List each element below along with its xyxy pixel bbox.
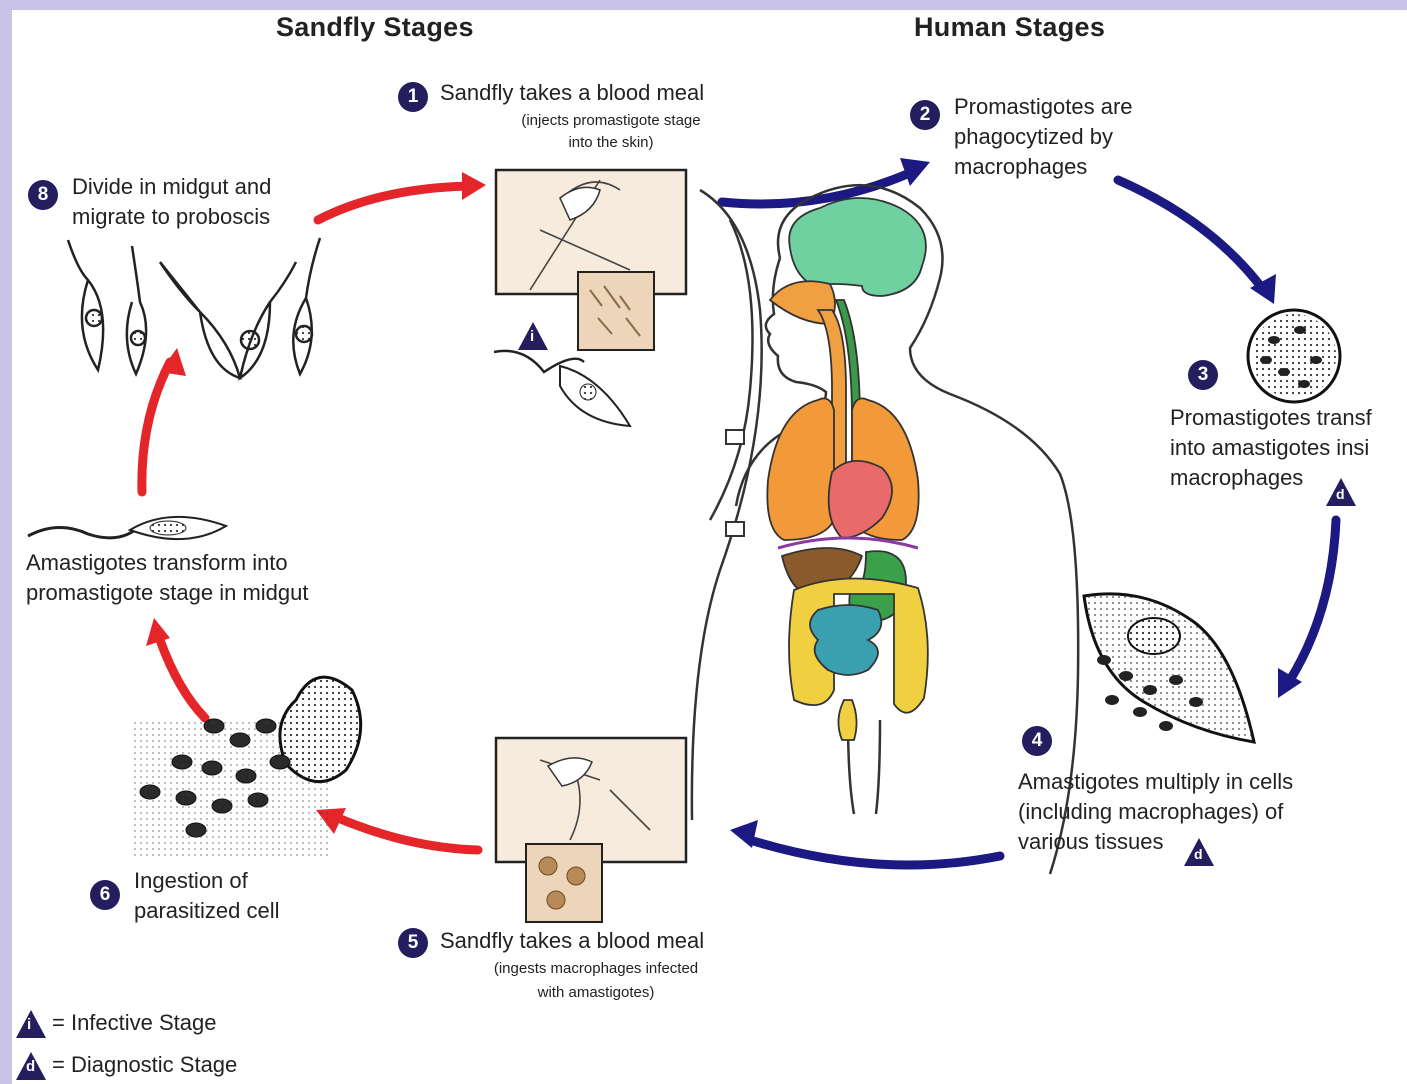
organs bbox=[767, 198, 928, 740]
step-8-line-2: migrate to proboscis bbox=[72, 202, 270, 232]
human-stages-heading: Human Stages bbox=[914, 12, 1105, 43]
macrophage-stage-3 bbox=[1248, 310, 1340, 402]
step-2-line-2: phagocytized by bbox=[954, 122, 1113, 152]
left-lung bbox=[767, 398, 834, 540]
step-1-label: Sandfly takes a blood meal bbox=[440, 78, 704, 108]
macrophage-stage-4 bbox=[1084, 594, 1254, 742]
step-1-note-2: into the skin) bbox=[466, 132, 756, 154]
step-8-line-1: Divide in midgut and bbox=[72, 172, 271, 202]
arrow-4-to-5 bbox=[750, 840, 1000, 865]
step-6-line-2: parasitized cell bbox=[134, 896, 280, 926]
legend-diagnostic-letter: d bbox=[26, 1058, 35, 1075]
arrow-2-to-3 bbox=[1118, 180, 1262, 288]
step-6-badge: 6 bbox=[90, 880, 120, 910]
arrow-8-to-1 bbox=[318, 186, 470, 220]
step-3-diagnostic-letter: d bbox=[1336, 486, 1345, 502]
arrow-3-to-4 bbox=[1290, 520, 1336, 680]
step-5-note-1: (ingests macrophages infected bbox=[446, 958, 746, 980]
promastigotes-proboscis bbox=[68, 238, 320, 378]
step-7-line-1: Amastigotes transform into bbox=[26, 548, 288, 578]
parasitized-cell bbox=[130, 677, 361, 860]
step-5-label: Sandfly takes a blood meal bbox=[440, 926, 704, 956]
step-2-line-3: macrophages bbox=[954, 152, 1087, 182]
skin-inset-bottom bbox=[496, 738, 686, 922]
legend-infective-text: = Infective Stage bbox=[52, 1008, 217, 1038]
step-8-badge: 8 bbox=[28, 180, 58, 210]
legend-diagnostic-text: = Diagnostic Stage bbox=[52, 1050, 237, 1080]
rectum bbox=[838, 700, 856, 740]
step-5-badge: 5 bbox=[398, 928, 428, 958]
step-4-line-3: various tissues bbox=[1018, 827, 1164, 857]
step-4-badge: 4 bbox=[1022, 726, 1052, 756]
skin-inset-top bbox=[496, 170, 686, 350]
step-1-note-1: (injects promastigote stage bbox=[466, 110, 756, 132]
promastigote-midgut bbox=[28, 517, 226, 539]
step-3-line-2: into amastigotes insi bbox=[1170, 433, 1369, 463]
step-2-badge: 2 bbox=[910, 100, 940, 130]
step-5-note-2: with amastigotes) bbox=[446, 982, 746, 1004]
legend-infective-letter: i bbox=[27, 1016, 31, 1033]
step-3-badge: 3 bbox=[1188, 360, 1218, 390]
arrow-5-to-6 bbox=[338, 818, 478, 850]
sandfly-stages-heading: Sandfly Stages bbox=[276, 12, 474, 43]
step-3-line-3: macrophages bbox=[1170, 463, 1303, 493]
step-2-line-1: Promastigotes are bbox=[954, 92, 1133, 122]
step-1-infective-letter: i bbox=[530, 328, 534, 345]
promastigote-injected bbox=[494, 351, 630, 426]
step-4-line-2: (including macrophages) of bbox=[1018, 797, 1283, 827]
step-6-line-1: Ingestion of bbox=[134, 866, 248, 896]
arrow-7-to-8 bbox=[142, 362, 170, 492]
arrow-6-to-7 bbox=[160, 640, 205, 718]
step-3-line-1: Promastigotes transf bbox=[1170, 403, 1372, 433]
step-7-line-2: promastigote stage in midgut bbox=[26, 578, 309, 608]
step-4-diagnostic-letter: d bbox=[1194, 846, 1203, 862]
step-4-line-1: Amastigotes multiply in cells bbox=[1018, 767, 1293, 797]
step-1-badge: 1 bbox=[398, 82, 428, 112]
